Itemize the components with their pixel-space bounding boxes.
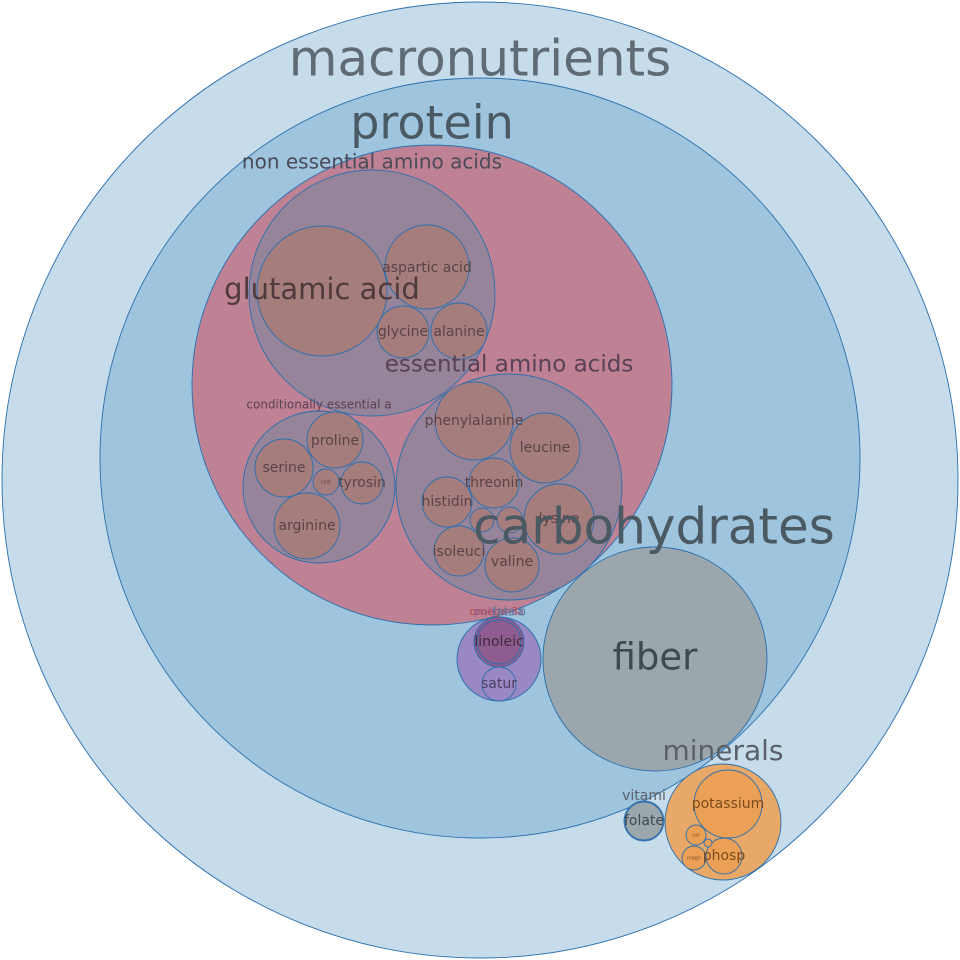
label-glutamic-acid: glutamic acid — [224, 272, 420, 306]
bubble-lysine — [523, 483, 595, 555]
bubble-valine — [484, 537, 540, 593]
label-cysteine: cyst — [321, 480, 331, 486]
bubble-linoleic — [476, 619, 522, 665]
bubble-calcium — [685, 824, 707, 846]
label-phosphorus: phosp — [703, 848, 746, 864]
bubble-aspartic-acid — [384, 224, 470, 310]
bubble-cysteine — [312, 468, 340, 496]
bubble-proline — [306, 411, 364, 469]
bubble-glutamic-acid — [256, 225, 388, 357]
label-threonine: threonin — [465, 475, 524, 491]
label-omega-3: omega-3 — [470, 605, 519, 618]
label-macronutrients: macronutrients — [289, 30, 671, 88]
label-non-essential-amino-acids: non essential amino acids — [242, 150, 502, 174]
label-folate: folate — [624, 813, 664, 829]
bubble-histidine — [421, 476, 473, 528]
label-linoleic: linoleic — [474, 634, 523, 650]
bubble-folate — [624, 801, 664, 841]
bubble-tyrosine — [340, 461, 384, 505]
label-valine: valine — [491, 554, 533, 570]
label-leucine: leucine — [520, 440, 570, 456]
label-arginine: arginine — [278, 518, 335, 534]
label-fats-b: fats b — [492, 605, 526, 619]
label-alanine: alanine — [433, 324, 484, 340]
label-conditionally-essential: conditionally essential a — [246, 398, 391, 412]
label-saturated: satur — [481, 676, 517, 692]
label-lysine: lysine — [539, 511, 580, 527]
label-isoleucine: isoleuci — [433, 544, 486, 560]
label-protein: protein — [350, 96, 514, 150]
bubble-phenylalanine — [434, 381, 514, 461]
bubble-arginine — [273, 492, 341, 560]
label-phenylalanine: phenylalanine — [425, 413, 524, 429]
label-serine: serine — [262, 460, 305, 476]
label-minerals: minerals — [662, 734, 783, 767]
bubble-saturated — [481, 666, 517, 702]
label-histidine: histidin — [421, 494, 472, 510]
label-polyunsat: polyunsa — [474, 605, 524, 618]
label-proline: proline — [311, 433, 359, 449]
label-tyrosine: tyrosin — [338, 475, 386, 491]
bubble-alanine — [430, 302, 488, 360]
bubble-fiber — [542, 546, 768, 772]
bubble-small-ea-1 — [469, 507, 495, 533]
label-calcium: cal — [692, 833, 699, 839]
bubble-small-ea-2 — [496, 506, 524, 534]
label-carbohydrates: carbohydrates — [473, 498, 835, 556]
bubble-serine — [254, 438, 314, 498]
label-magnesium: magn — [687, 856, 701, 862]
bubble-glycine — [376, 305, 430, 359]
bubble-mineral-small — [703, 838, 713, 848]
label-vitamins: vitami — [622, 788, 666, 804]
bubble-leucine — [509, 412, 581, 484]
bubble-magnesium — [681, 845, 707, 871]
label-aspartic-acid: aspartic acid — [382, 260, 472, 276]
label-potassium: potassium — [692, 796, 765, 812]
label-fiber: fiber — [613, 636, 699, 679]
label-essential-amino-acids: essential amino acids — [385, 352, 634, 378]
bubble-isoleucine — [433, 525, 485, 577]
bubble-threonine — [468, 457, 520, 509]
label-glycine: glycine — [378, 324, 428, 340]
